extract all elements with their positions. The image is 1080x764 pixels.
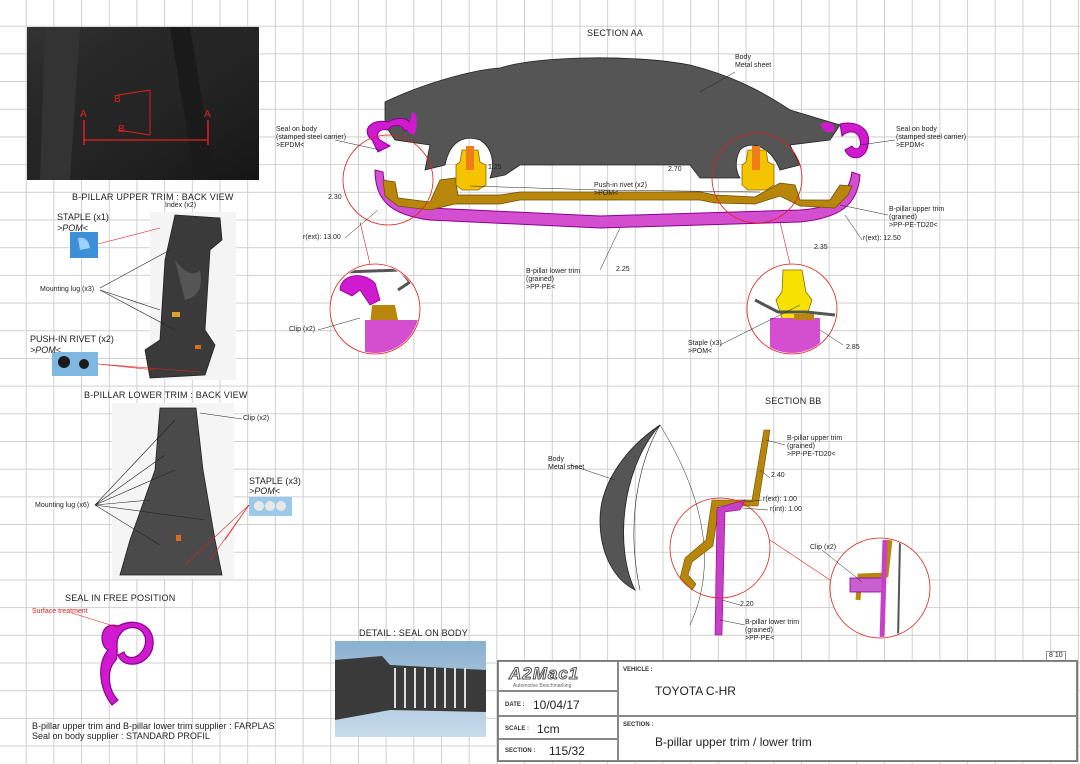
aa-dim-225: 2.25	[616, 266, 630, 273]
scale-cell: SCALE : 1cm	[498, 716, 618, 739]
section-no-value: 115/32	[549, 744, 585, 758]
logo-subtitle: Automotive Benchmarking	[513, 683, 572, 689]
aa-dim-125: 1.25	[488, 164, 502, 171]
label-staple-x1: STAPLE (x1)	[57, 212, 109, 222]
date-value: 10/04/17	[533, 698, 580, 712]
bb-upper-trim-label: B-pillar upper trim (grained) >PP-PE-TD2…	[787, 435, 843, 458]
section-bb-title: SECTION BB	[765, 396, 822, 406]
detail-seal-photo	[335, 641, 486, 737]
section-aa-title: SECTION AA	[587, 28, 644, 38]
bb-rext-100: r(ext): 1.00	[763, 496, 797, 503]
section-desc-label: SECTION :	[623, 722, 654, 728]
bb-detail	[831, 539, 929, 637]
aa-lower-trim-label: B-pillar lower trim (grained) >PP-PE<	[526, 268, 581, 291]
aa-staple-label: Staple (x3) >POM<	[688, 340, 722, 355]
vehicle-cell: VEHICLE : TOYOTA C-HR	[618, 661, 1077, 716]
section-desc-value: B-pillar upper trim / lower trim	[655, 735, 812, 749]
bb-lower-trim-label: B-pillar lower trim (grained) >PP-PE<	[745, 619, 800, 642]
section-desc-cell: SECTION : B-pillar upper trim / lower tr…	[618, 716, 1077, 761]
photo-label-b-top: B	[114, 94, 121, 105]
aa-clip-label: Clip (x2)	[289, 326, 316, 333]
aa-rext-1250: r(ext): 12.50	[863, 235, 901, 242]
seal-free-drawing	[71, 612, 154, 706]
aa-dim-270: 2.70	[668, 166, 682, 173]
aa-leader-lines	[317, 71, 896, 346]
bb-dim-220: 2.20	[740, 601, 754, 608]
section-no-cell: SECTION : 115/32	[498, 739, 618, 761]
lower-view-title: B-PILLAR LOWER TRIM : BACK VIEW	[84, 390, 248, 400]
section-no-label: SECTION :	[505, 748, 536, 754]
a2mac1-logo: A2Mac1	[508, 664, 580, 684]
bb-rint-100: r(int): 1.00	[770, 506, 802, 513]
aa-detail-right	[748, 265, 836, 353]
supplier-line-1: B-pillar upper trim and B-pillar lower t…	[32, 721, 275, 731]
scale-label: SCALE :	[505, 726, 529, 732]
upper-trim-back-view	[144, 212, 236, 380]
logo-cell: A2Mac1 Automotive Benchmarking	[498, 661, 618, 691]
left-leader-lines	[94, 227, 250, 566]
label-pom-2: >POM<	[30, 345, 62, 355]
title-block: A2Mac1 Automotive Benchmarking VEHICLE :…	[497, 660, 1078, 762]
lower-trim-back-view	[112, 403, 234, 579]
seal-free-title: SEAL IN FREE POSITION	[65, 593, 176, 603]
aa-body-label: Body Metal sheet	[735, 54, 772, 69]
label-staple-x3: STAPLE (x3)	[249, 476, 301, 486]
bb-clip-label: Clip (x2)	[810, 544, 837, 551]
supplier-line-2: Seal on body supplier : STANDARD PROFIL	[32, 731, 210, 741]
label-pom-3: >POM<	[249, 486, 281, 496]
aa-dim-235: 2.35	[814, 244, 828, 251]
date-cell: DATE : 10/04/17	[498, 691, 618, 716]
bb-body-label: Body Metal sheet	[548, 456, 585, 471]
aa-seal-right-label: Seal on body (stamped steel carrier) >EP…	[896, 126, 967, 149]
aa-dim-285: 2.85	[846, 344, 860, 351]
aa-upper-trim-label: B-pillar upper trim (grained) >PP-PE-TD2…	[889, 206, 945, 229]
photo-label-a-right: A	[204, 109, 211, 120]
label-pom-1: >POM<	[57, 223, 89, 233]
upper-view-title: B-PILLAR UPPER TRIM : BACK VIEW	[72, 192, 234, 202]
vehicle-label: VEHICLE :	[623, 667, 653, 673]
vehicle-value: TOYOTA C-HR	[655, 684, 736, 698]
aa-rext-13: r(ext): 13.00	[303, 234, 341, 241]
aa-seal-left-label: Seal on body (stamped steel carrier) >EP…	[276, 126, 347, 149]
scale-value: 1cm	[537, 722, 560, 736]
photo-label-a-left: A	[80, 109, 87, 120]
aa-rivet-label: Push-in rivet (x2) >POM<	[594, 182, 647, 197]
bb-leader-lines	[569, 439, 863, 626]
label-mounting-lug-x3: Mounting lug (x3)	[40, 286, 95, 293]
aa-dim-230: 2.30	[328, 194, 342, 201]
photo-label-b-bottom: B	[118, 124, 125, 135]
detail-title: DETAIL : SEAL ON BODY	[359, 628, 468, 638]
bb-dim-240: 2.40	[771, 472, 785, 479]
pillar-photo	[27, 27, 259, 180]
label-surface-treatment: Surface treatment	[32, 608, 88, 615]
label-index-x2: Index (x2)	[165, 202, 197, 209]
date-label: DATE :	[505, 702, 525, 708]
label-push-in-rivet: PUSH-IN RIVET (x2)	[30, 334, 114, 344]
label-mounting-lug-x6: Mounting lug (x6)	[35, 502, 90, 509]
label-clip-x2-left: Clip (x2)	[243, 415, 270, 422]
